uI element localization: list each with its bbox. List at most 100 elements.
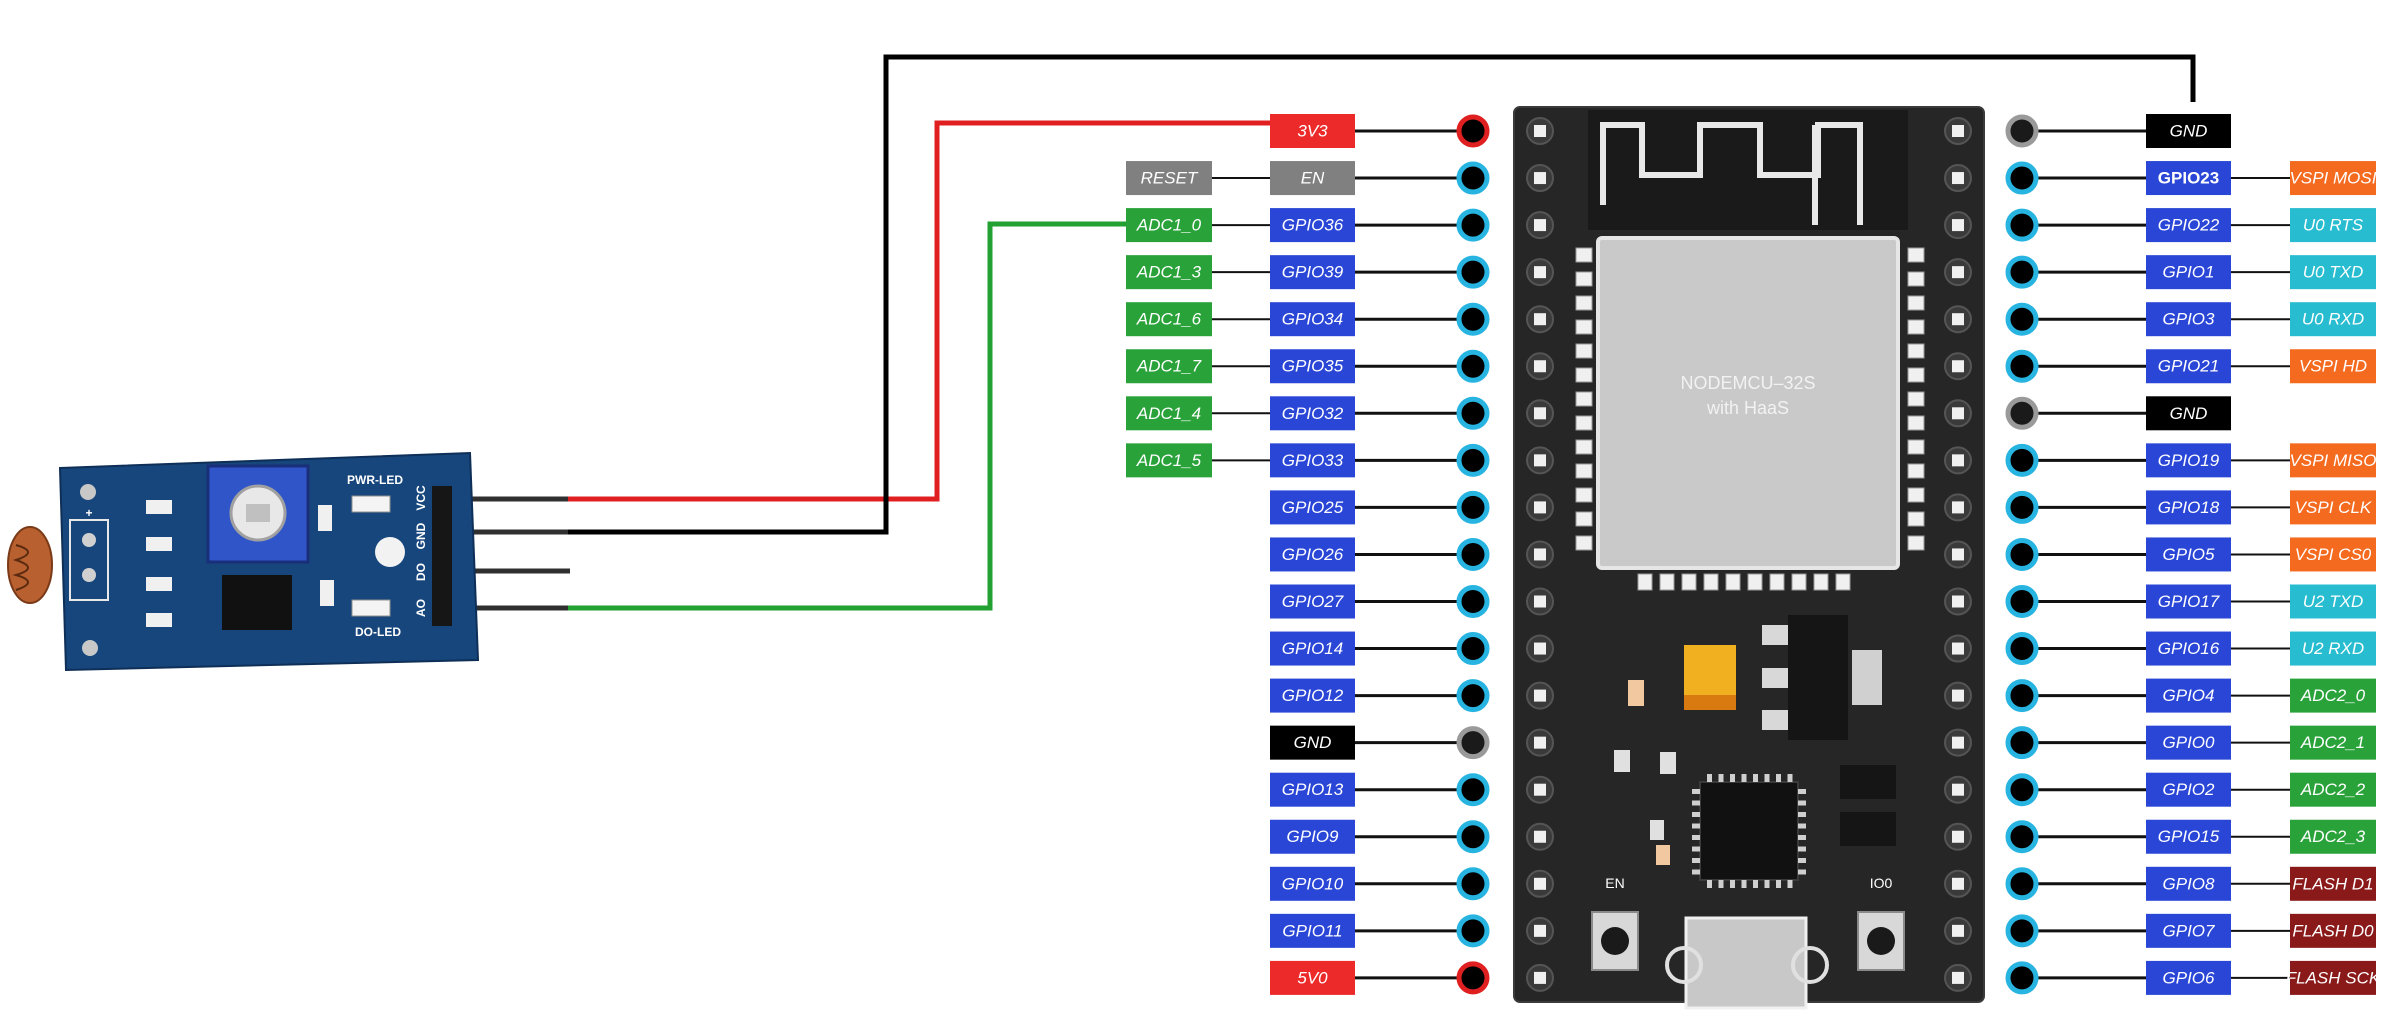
pin-connector[interactable]	[1456, 867, 1490, 901]
pin-row-3v3: 3V3	[1270, 114, 1490, 148]
pin-connector[interactable]	[2005, 537, 2039, 571]
pin-connector[interactable]	[2005, 208, 2039, 242]
pin-connector[interactable]	[1456, 632, 1490, 666]
pin-name-label: GPIO23	[2158, 169, 2219, 188]
pin-connector[interactable]	[1456, 255, 1490, 289]
header-pin-pad	[1534, 501, 1546, 514]
pin-connector[interactable]	[2005, 161, 2039, 195]
module-shield	[1596, 236, 1900, 570]
chip-leg	[1730, 774, 1735, 782]
pin-name-label: GPIO4	[2163, 686, 2215, 705]
pin-connector[interactable]	[1456, 726, 1490, 760]
module-pad	[1575, 463, 1593, 479]
chip-leg	[1692, 800, 1700, 806]
header-pin-pad	[1534, 266, 1546, 279]
pin-name-badge	[2146, 725, 2231, 760]
pin-connector[interactable]	[2005, 773, 2039, 807]
pin-function-badge	[2290, 913, 2376, 948]
pin-function-label: ADC1_0	[1136, 216, 1202, 235]
pin-connector[interactable]	[2005, 114, 2039, 148]
left-pin-column: 3V3ENRESETGPIO36ADC1_0GPIO39ADC1_3GPIO34…	[1126, 114, 1490, 995]
pin-connector[interactable]	[1456, 820, 1490, 854]
pin-connector[interactable]	[2005, 443, 2039, 477]
pin-function-badge	[1126, 161, 1212, 196]
pin-connector[interactable]	[2005, 302, 2039, 336]
chip-leg	[1692, 869, 1700, 875]
pin-connector[interactable]	[1456, 585, 1490, 618]
header-pin-pad	[1952, 172, 1964, 185]
pin-connector[interactable]	[1456, 490, 1490, 524]
header-pin-pad	[1534, 736, 1546, 749]
module-pad	[1907, 343, 1925, 359]
pin-connector[interactable]	[2005, 585, 2039, 618]
module-pad	[1907, 319, 1925, 335]
pin-connector[interactable]	[1456, 537, 1490, 571]
pin-connector[interactable]	[1456, 914, 1490, 948]
pin-connector[interactable]	[2005, 632, 2039, 666]
pin-connector[interactable]	[2005, 679, 2039, 713]
pin-connector[interactable]	[1456, 396, 1490, 430]
header-pin-pad	[1534, 924, 1546, 937]
pin-name-label: GPIO12	[1282, 686, 1344, 705]
pin-row-gnd: GND	[1270, 725, 1490, 760]
pin-connector[interactable]	[1456, 679, 1490, 713]
usb-chip-legs	[1692, 774, 1806, 888]
pin-connector[interactable]	[1456, 114, 1490, 148]
pin-connector[interactable]	[2005, 961, 2039, 995]
pin-connector[interactable]	[1456, 443, 1490, 477]
header-pin-pad	[1952, 219, 1964, 232]
chip-label-line2: with HaaS	[1706, 398, 1789, 418]
pin-connector[interactable]	[1456, 161, 1490, 195]
pin-function-label: VSPI HD	[2299, 357, 2367, 376]
pin-connector[interactable]	[1456, 773, 1490, 807]
chip-leg	[1730, 880, 1735, 888]
chip-leg	[1692, 812, 1700, 817]
header-pin-pad	[1534, 642, 1546, 655]
pin-connector[interactable]	[1456, 349, 1490, 383]
module-pad	[1575, 271, 1593, 287]
pwr-led-label: PWR-LED	[347, 473, 403, 487]
pin-connector[interactable]	[2005, 396, 2039, 430]
pin-connector[interactable]	[1456, 208, 1490, 242]
pin-name-label: GPIO14	[1282, 639, 1343, 658]
pin-connector[interactable]	[2005, 726, 2039, 760]
module-pad	[1575, 415, 1593, 431]
en-button-cap[interactable]	[1601, 927, 1629, 955]
pin-connector[interactable]	[2005, 490, 2039, 524]
pwr-led	[351, 495, 391, 513]
pin-connector[interactable]	[1456, 961, 1490, 995]
pin-connector[interactable]	[2005, 914, 2039, 948]
pin-name-label: GPIO21	[2158, 357, 2219, 376]
header-pin-pad	[1534, 830, 1546, 843]
pin-function-label: ADC1_3	[1136, 263, 1202, 282]
smd-resistor	[320, 580, 334, 606]
header-pin-pad	[1952, 971, 1964, 984]
pin-name-label: GPIO27	[1282, 592, 1344, 611]
pin-function-badge	[2290, 537, 2376, 572]
io0-button-cap[interactable]	[1867, 927, 1895, 955]
pin-name-label: GPIO16	[2158, 639, 2220, 658]
pin-function-badge	[2290, 725, 2376, 760]
pin-function-badge	[2290, 772, 2376, 807]
pin-function-badge	[1126, 208, 1212, 243]
pin-connector[interactable]	[2005, 255, 2039, 289]
module-pad	[1575, 295, 1593, 311]
chip-leg	[1798, 812, 1806, 817]
pin-function-label: VSPI MISO	[2290, 451, 2377, 470]
header-pin-pad	[1534, 219, 1546, 232]
pin-connector[interactable]	[2005, 867, 2039, 901]
pin-name-label: GPIO3	[2163, 310, 2216, 329]
sensor-mount-hole	[80, 484, 96, 500]
pin-name-label: GPIO5	[2163, 545, 2216, 564]
pin-connector[interactable]	[1456, 302, 1490, 336]
pin-function-badge	[2290, 631, 2376, 666]
chip-leg	[1692, 823, 1700, 829]
module-pad	[1575, 391, 1593, 407]
pin-connector[interactable]	[2005, 820, 2039, 854]
pin-function-label: ADC2_3	[2300, 827, 2366, 846]
pin-connector[interactable]	[2005, 349, 2039, 383]
